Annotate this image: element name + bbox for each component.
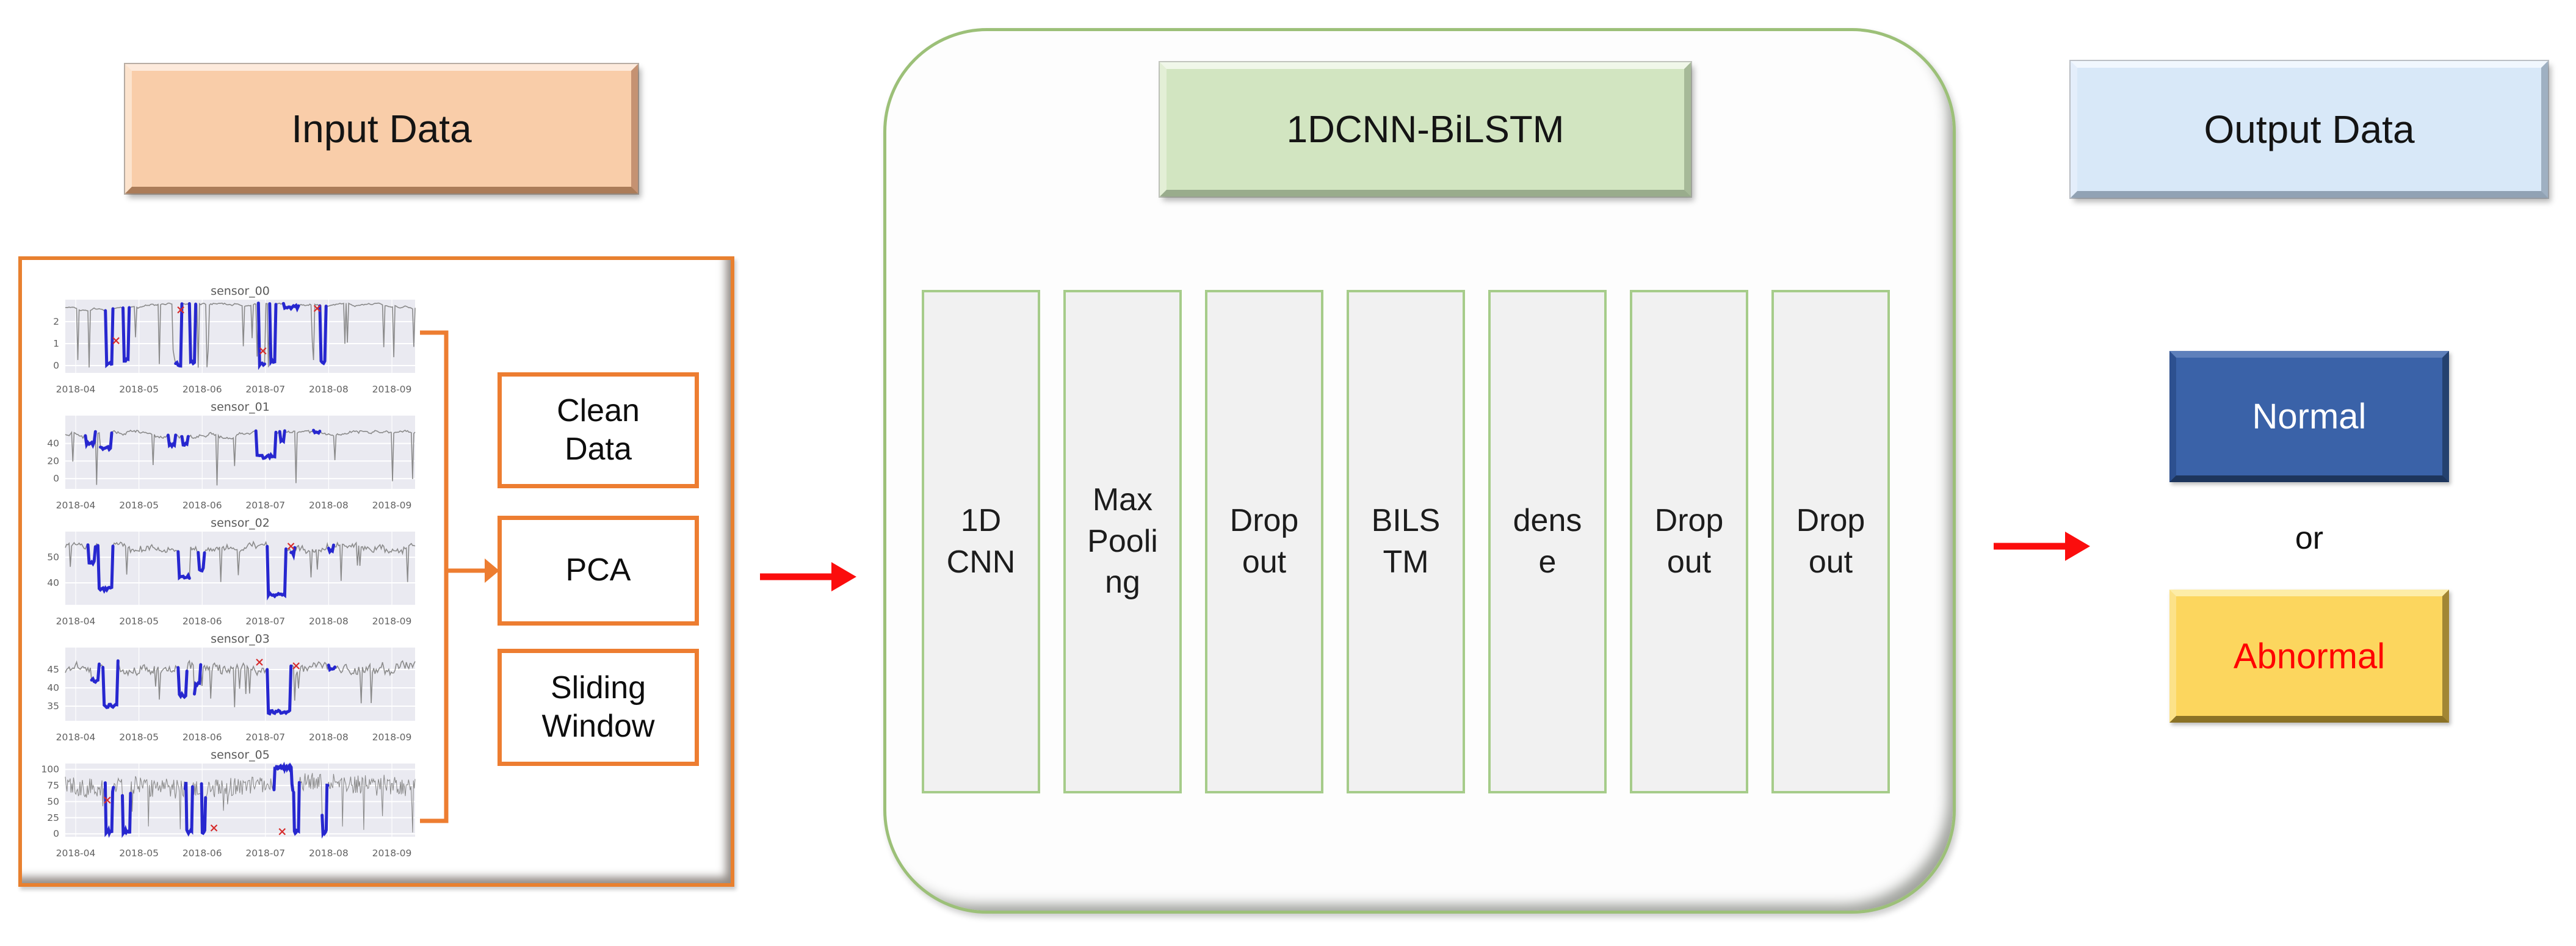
step-box-sliding-window: Sliding Window [497,649,699,766]
step-pca-label: PCA [565,552,631,588]
model-header-label: 1DCNN-BiLSTM [1286,108,1565,151]
flow-arrowhead-1-icon [831,562,856,591]
output-data-header: Output Data [2071,61,2548,198]
model-layer-label: BILS TM [1371,502,1441,580]
or-label: or [2295,521,2324,556]
model-layer-box-2: Drop out [1205,290,1323,793]
model-layer-label: Drop out [1654,502,1724,580]
model-layer-box-4: dens e [1488,290,1607,793]
flow-arrowhead-2-icon [2065,532,2090,561]
model-layer-box-6: Drop out [1771,290,1890,793]
model-layer-label: Drop out [1229,502,1299,580]
model-layer-label: Max Pooli ng [1087,482,1158,601]
result-abnormal-label: Abnormal [2233,636,2386,676]
step-box-clean-data: Clean Data [497,372,699,488]
step-clean-data-label: Clean Data [557,392,640,467]
model-layer-label: Drop out [1796,502,1865,580]
model-layer-box-1: Max Pooli ng [1063,290,1182,793]
step-sliding-window-label: Sliding Window [541,670,655,744]
output-data-header-label: Output Data [2204,107,2415,151]
result-box-abnormal: Abnormal [2169,590,2449,723]
result-box-normal: Normal [2169,351,2449,482]
model-layer-box-3: BILS TM [1347,290,1465,793]
step-box-pca: PCA [497,516,699,626]
model-layer-box-0: 1D CNN [922,290,1040,793]
result-normal-label: Normal [2252,397,2367,436]
model-layer-label: 1D CNN [946,502,1016,580]
model-layer-label: dens e [1513,502,1582,580]
input-data-header: Input Data [125,64,638,193]
model-layer-box-5: Drop out [1630,290,1748,793]
input-data-header-label: Input Data [291,107,472,151]
model-header: 1DCNN-BiLSTM [1160,62,1691,197]
